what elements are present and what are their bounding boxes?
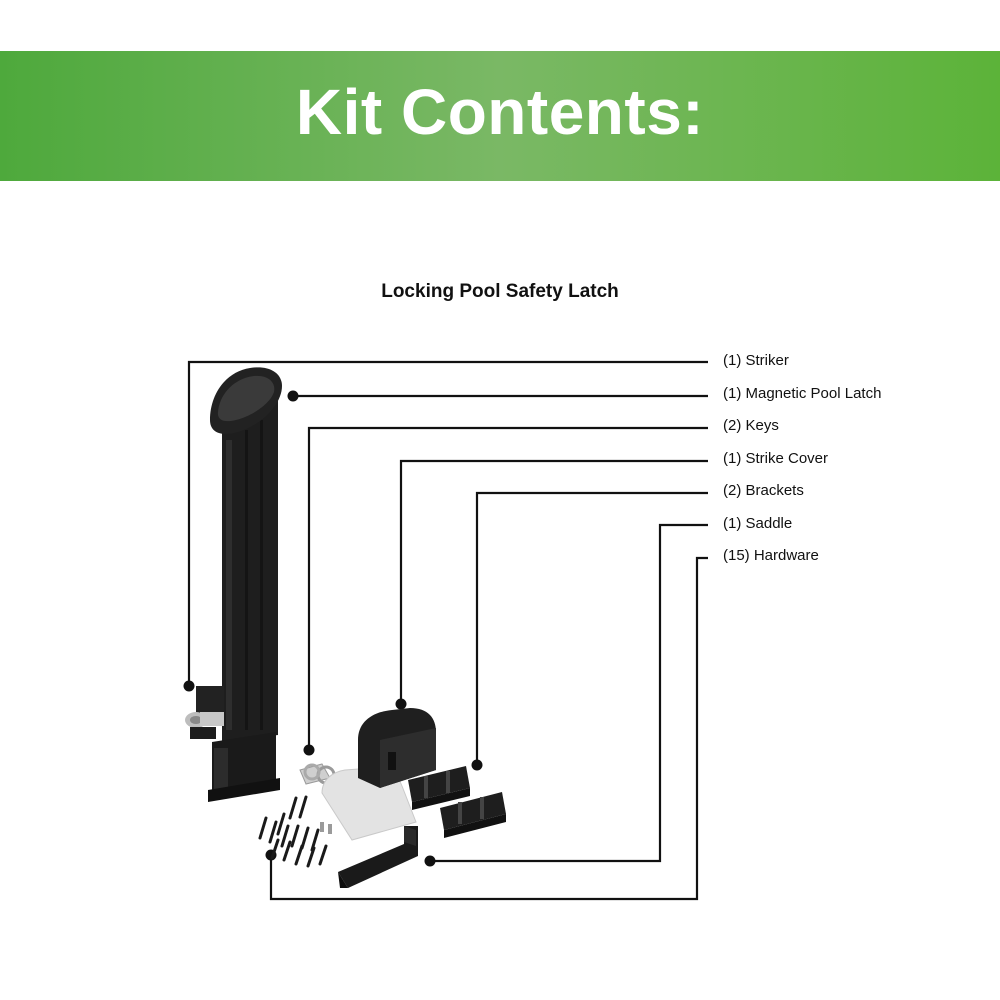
strike-cover-illustration bbox=[358, 708, 436, 788]
leader-dot-strike-cover bbox=[395, 698, 407, 710]
leader-dot-magnetic-latch bbox=[287, 390, 299, 402]
header-banner: Kit Contents: bbox=[0, 51, 1000, 181]
part-label-magnetic-pool-latch: (1) Magnetic Pool Latch bbox=[723, 384, 882, 402]
magnetic-pool-latch-illustration bbox=[208, 367, 282, 802]
small-screws-illustration bbox=[320, 822, 332, 834]
saddle-illustration bbox=[338, 826, 418, 888]
leader-line-keys bbox=[307, 426, 708, 750]
leader-lines bbox=[187, 360, 708, 901]
banner-title: Kit Contents: bbox=[295, 76, 705, 148]
hardware-screws-illustration bbox=[258, 795, 328, 868]
leader-line-saddle bbox=[430, 523, 708, 863]
leader-dot-saddle bbox=[424, 855, 436, 867]
leader-dot-striker bbox=[183, 680, 195, 692]
brackets-illustration bbox=[408, 766, 506, 838]
leader-line-brackets bbox=[475, 491, 708, 765]
product-title: Locking Pool Safety Latch bbox=[381, 281, 619, 302]
parts-list: (1) Striker (1) Magnetic Pool Latch (2) … bbox=[723, 351, 881, 579]
part-label-hardware: (15) Hardware bbox=[723, 547, 819, 564]
part-label-strike-cover: (1) Strike Cover bbox=[723, 449, 829, 467]
striker-illustration bbox=[185, 686, 224, 739]
part-label-keys: (2) Keys bbox=[723, 417, 779, 434]
leader-dots bbox=[183, 390, 483, 867]
leader-dot-keys bbox=[303, 744, 315, 756]
leader-line-hardware bbox=[269, 556, 708, 901]
part-label-saddle: (1) Saddle bbox=[723, 514, 793, 532]
part-label-brackets: (2) Brackets bbox=[723, 482, 804, 499]
leader-line-striker bbox=[187, 360, 708, 686]
leader-dot-brackets bbox=[471, 759, 483, 771]
part-label-striker: (1) Striker bbox=[723, 352, 789, 369]
leader-line-strike-cover bbox=[399, 459, 708, 704]
